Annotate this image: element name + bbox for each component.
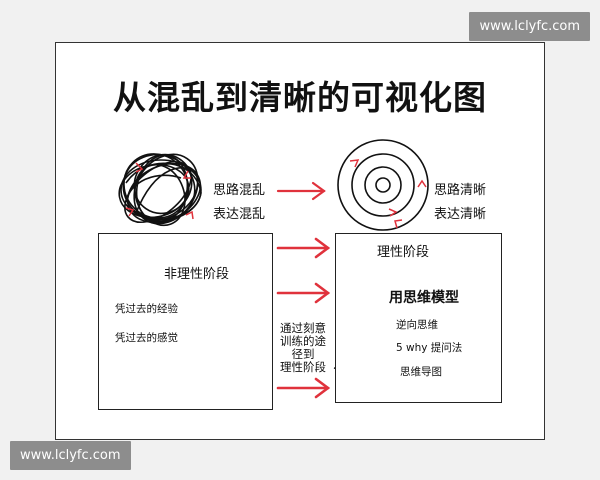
chaos-expression-label: 表达混乱 bbox=[213, 207, 266, 222]
rational-stage-box bbox=[335, 233, 502, 403]
reverse-thinking-item: 逆向思维 bbox=[396, 319, 438, 331]
chaos-thinking-label: 思路混乱 bbox=[213, 183, 266, 198]
clarity-expression-label: 表达清晰 bbox=[434, 207, 487, 222]
experience-item: 凭过去的经验 bbox=[115, 303, 178, 315]
thinking-model-label: 用思维模型 bbox=[389, 290, 459, 306]
training-path-line-4: 理性阶段 bbox=[280, 360, 326, 374]
training-path-line-1: 通过刻意 bbox=[280, 321, 326, 335]
box-arrow-2-icon bbox=[276, 282, 331, 304]
irrational-stage-title: 非理性阶段 bbox=[164, 267, 230, 282]
training-path-text: 通过刻意 训练的途 径到 理性阶段 bbox=[274, 322, 332, 374]
clarity-red-marks bbox=[349, 159, 427, 229]
diagram-title: 从混乱到清晰的可视化图 bbox=[113, 78, 487, 117]
watermark-top: www.lclyfc.com bbox=[469, 12, 590, 41]
box-arrow-1-icon bbox=[276, 237, 331, 259]
chaos-red-marks bbox=[125, 162, 194, 220]
top-arrow-icon bbox=[276, 181, 326, 201]
clarity-target-icon bbox=[337, 139, 429, 231]
watermark-bottom: www.lclyfc.com bbox=[10, 441, 131, 470]
irrational-stage-box bbox=[98, 233, 273, 410]
training-path-line-2: 训练的途 bbox=[280, 334, 326, 348]
rational-stage-title: 理性阶段 bbox=[377, 245, 430, 260]
box-arrow-3-icon bbox=[276, 377, 331, 399]
clarity-thinking-label: 思路清晰 bbox=[434, 183, 487, 198]
training-path-line-3: 径到 bbox=[291, 347, 315, 361]
chaos-scribble-icon bbox=[118, 153, 202, 227]
feeling-item: 凭过去的感觉 bbox=[115, 332, 178, 344]
five-why-item: 5 why 提问法 bbox=[396, 342, 463, 354]
mind-map-item: 思维导图 bbox=[400, 366, 442, 378]
diagram-card: 从混乱到清晰的可视化图 bbox=[55, 42, 545, 440]
